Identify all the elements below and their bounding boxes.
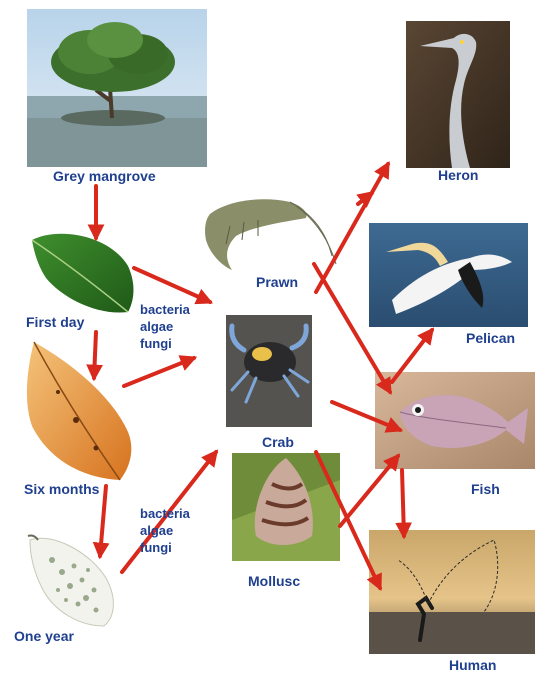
decomposers-label-upper: bacteria algae fungi — [140, 301, 190, 352]
human-image — [369, 530, 535, 654]
prawn-image — [205, 199, 336, 270]
grey-mangrove-image — [27, 9, 207, 167]
crab-image — [226, 315, 312, 427]
six-months-leaf-image — [27, 342, 131, 480]
label-one-year: One year — [14, 628, 74, 644]
label-first-day: First day — [26, 314, 84, 330]
label-prawn: Prawn — [256, 274, 298, 290]
label-human: Human — [449, 657, 496, 673]
pelican-image — [369, 223, 528, 327]
arrow-mollusc-to-fish — [340, 456, 398, 526]
label-crab: Crab — [262, 434, 294, 450]
label-pelican: Pelican — [466, 330, 515, 346]
heron-image — [406, 21, 510, 168]
decomposers-label-lower: bacteria algae fungi — [140, 505, 190, 556]
arrow-six-months-to-one-year — [100, 486, 106, 556]
first-day-leaf-image — [32, 234, 133, 313]
arrow-fish-to-human — [402, 470, 404, 536]
label-grey-mangrove: Grey mangrove — [53, 168, 156, 184]
arrow-first-day-to-prawn — [134, 268, 210, 302]
label-heron: Heron — [438, 167, 478, 183]
label-six-months: Six months — [24, 481, 99, 497]
label-mollusc: Mollusc — [248, 573, 300, 589]
arrow-six-months-to-crab — [124, 358, 194, 386]
arrow-first-day-to-six-months — [94, 332, 96, 378]
label-fish: Fish — [471, 481, 500, 497]
